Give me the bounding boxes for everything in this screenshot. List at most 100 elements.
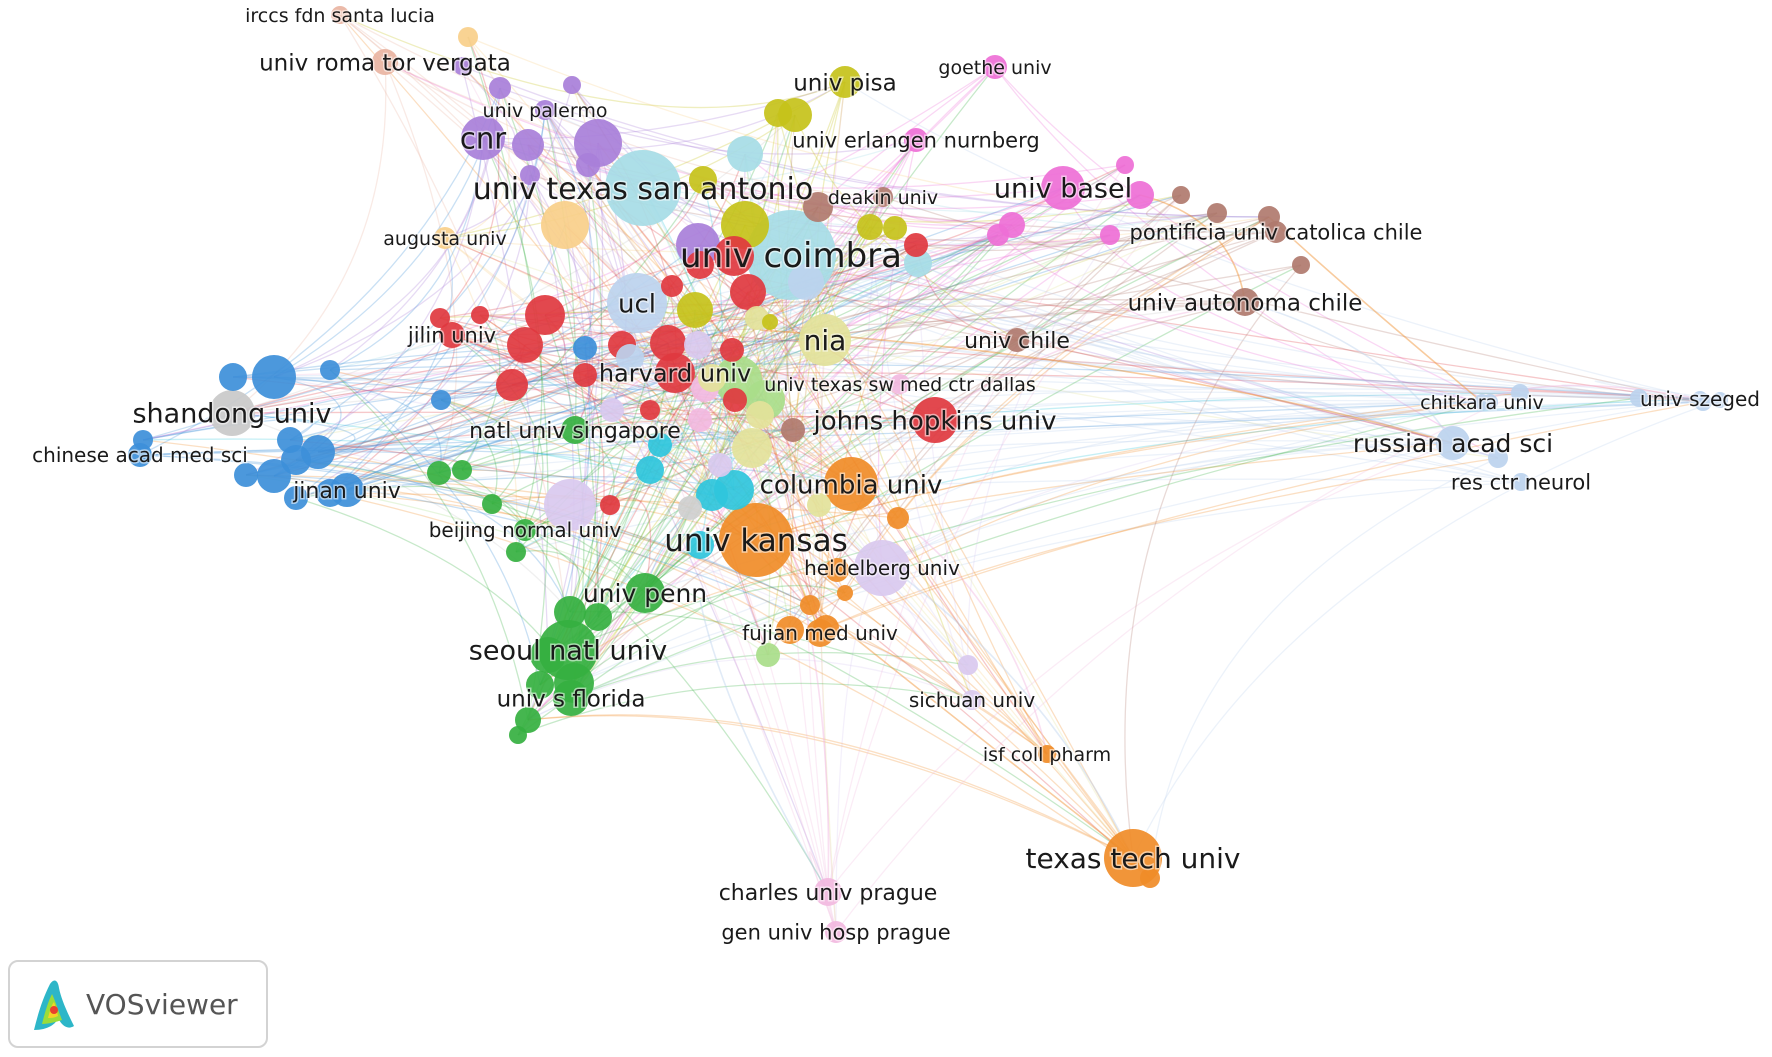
network-node[interactable] (756, 643, 780, 667)
network-node[interactable] (1512, 473, 1530, 491)
network-node[interactable] (133, 430, 153, 450)
network-node[interactable] (788, 264, 824, 300)
network-node[interactable] (431, 390, 451, 410)
network-node[interactable] (573, 363, 597, 387)
node-label[interactable]: univ szeged (1638, 386, 1761, 413)
network-node[interactable] (489, 77, 511, 99)
network-node[interactable] (636, 456, 664, 484)
network-node[interactable] (723, 388, 747, 412)
node-label[interactable]: univ texas sw med ctr dallas (763, 372, 1038, 397)
network-node[interactable] (1630, 389, 1648, 407)
network-node[interactable] (854, 540, 910, 596)
network-node[interactable] (573, 336, 597, 360)
network-node[interactable] (719, 503, 793, 577)
network-node[interactable] (887, 507, 909, 529)
network-node[interactable] (1231, 288, 1259, 316)
network-node[interactable] (1126, 181, 1154, 209)
node-label[interactable]: gen univ hosp prague (720, 919, 952, 946)
network-node[interactable] (561, 416, 589, 444)
network-node[interactable] (284, 486, 308, 510)
network-node[interactable] (824, 457, 878, 511)
network-node[interactable] (331, 6, 349, 24)
network-node[interactable] (890, 374, 910, 394)
network-node[interactable] (525, 295, 565, 335)
node-label[interactable]: johns hopkins univ (811, 405, 1058, 438)
node-label[interactable]: chinese acad med sci (31, 442, 250, 469)
node-label[interactable]: cnr (458, 120, 507, 157)
network-node[interactable] (514, 519, 536, 541)
network-node[interactable] (764, 99, 792, 127)
network-node[interactable] (1005, 328, 1029, 352)
network-node[interactable] (320, 360, 340, 380)
network-node[interactable] (616, 344, 644, 372)
network-node[interactable] (829, 66, 861, 98)
network-node[interactable] (600, 495, 620, 515)
network-node[interactable] (661, 275, 683, 297)
network-node[interactable] (813, 615, 839, 641)
network-node[interactable] (553, 680, 589, 716)
node-label[interactable]: ucl (617, 288, 658, 321)
network-node[interactable] (696, 479, 728, 511)
network-node[interactable] (607, 273, 667, 333)
network-node[interactable] (698, 364, 726, 392)
network-node[interactable] (1488, 448, 1508, 468)
node-label[interactable]: fujian med univ (741, 620, 900, 647)
network-node[interactable] (535, 100, 555, 120)
network-node[interactable] (1292, 256, 1310, 274)
network-node[interactable] (727, 136, 763, 172)
network-node[interactable] (1712, 392, 1728, 408)
network-node[interactable] (434, 227, 456, 249)
network-node[interactable] (776, 616, 804, 644)
network-node[interactable] (1482, 394, 1498, 410)
network-node[interactable] (458, 27, 478, 47)
node-label[interactable]: seoul natl univ (467, 634, 668, 668)
node-label[interactable]: univ kansas (663, 522, 849, 561)
network-node[interactable] (640, 400, 660, 420)
network-node[interactable] (1511, 384, 1529, 402)
network-node[interactable] (720, 338, 744, 362)
node-label[interactable]: univ roma tor vergata (258, 49, 513, 78)
network-node[interactable] (372, 49, 398, 75)
network-node[interactable] (209, 390, 255, 436)
network-node[interactable] (430, 308, 450, 328)
network-node[interactable] (814, 878, 842, 906)
node-label[interactable]: sichuan univ (907, 687, 1037, 714)
node-label[interactable]: russian acad sci (1351, 428, 1554, 460)
network-node[interactable] (904, 249, 932, 277)
network-node[interactable] (803, 192, 833, 222)
network-node[interactable] (576, 153, 600, 177)
node-label[interactable]: augusta univ (382, 226, 508, 251)
network-node[interactable] (883, 216, 907, 240)
network-node[interactable] (962, 690, 982, 710)
network-node[interactable] (496, 369, 528, 401)
node-label[interactable]: beijing normal univ (427, 517, 623, 544)
network-node[interactable] (1116, 156, 1134, 174)
node-label[interactable]: univ s florida (495, 685, 647, 714)
network-node[interactable] (684, 331, 712, 359)
network-node[interactable] (563, 76, 581, 94)
network-node[interactable] (688, 408, 712, 432)
node-label[interactable]: columbia univ (758, 469, 944, 502)
network-node[interactable] (857, 214, 883, 240)
network-node[interactable] (520, 165, 540, 185)
network-node[interactable] (958, 655, 978, 675)
node-label[interactable]: irccs fdn santa lucia (244, 3, 437, 28)
network-node[interactable] (1692, 391, 1708, 407)
network-node[interactable] (732, 428, 772, 468)
network-node[interactable] (799, 314, 851, 366)
network-node[interactable] (277, 427, 303, 453)
network-node[interactable] (1038, 745, 1056, 763)
network-node[interactable] (655, 353, 695, 393)
node-label[interactable]: univ texas san antonio (471, 170, 814, 208)
network-node[interactable] (234, 463, 258, 487)
network-node[interactable] (471, 306, 489, 324)
network-node[interactable] (678, 496, 702, 520)
node-label[interactable]: pontificia univ catolica chile (1128, 219, 1424, 246)
network-node[interactable] (600, 398, 624, 422)
network-node[interactable] (825, 558, 849, 582)
node-label[interactable]: charles univ prague (717, 879, 939, 907)
network-node[interactable] (912, 397, 958, 443)
node-label[interactable]: jilin univ (405, 322, 497, 349)
network-node[interactable] (677, 292, 713, 328)
network-node[interactable] (453, 57, 471, 75)
